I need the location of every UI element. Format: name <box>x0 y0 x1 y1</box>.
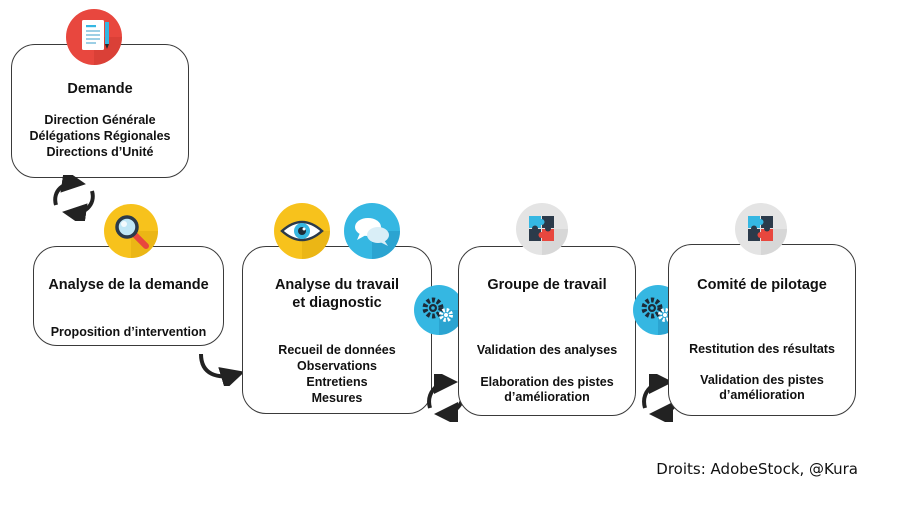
box-demande-line-2: Délégations Régionales <box>29 129 171 143</box>
box-analyse-demande-title: Analyse de la demande <box>48 277 209 293</box>
box-groupe-travail-line-2: Elaboration des pistes <box>480 375 614 389</box>
box-comite-pilotage-line-1: Restitution des résultats <box>689 342 835 356</box>
box-demande-title: Demande <box>67 81 133 97</box>
box-groupe-travail-title: Groupe de travail <box>487 277 607 293</box>
puzzle-icon <box>735 203 787 255</box>
box-analyse-travail-line-4: Mesures <box>311 391 363 405</box>
magnifier-icon <box>104 204 158 258</box>
box-demande-line-3: Directions d’Unité <box>46 145 154 159</box>
box-groupe-travail-line-3: d’amélioration <box>504 390 590 404</box>
cycle-arrows-icon <box>53 175 95 221</box>
box-demande-line-1: Direction Générale <box>44 113 156 127</box>
box-groupe-travail-line-1: Validation des analyses <box>476 343 618 357</box>
document-icon <box>66 9 122 65</box>
box-analyse-travail-line-2: Observations <box>297 359 377 373</box>
box-comite-pilotage <box>668 244 856 416</box>
box-groupe-travail <box>458 246 636 416</box>
eye-icon <box>274 203 330 259</box>
credit-text: Droits: AdobeStock, @Kura <box>656 460 858 478</box>
box-analyse-travail-title-1: Analyse du travail <box>274 277 400 293</box>
box-comite-pilotage-line-3: d’amélioration <box>719 388 805 402</box>
connector-arrow-1 <box>199 353 245 386</box>
box-demande <box>11 44 189 178</box>
box-analyse-travail-line-1: Recueil de données <box>278 343 396 357</box>
box-analyse-demande-line-1: Proposition d’intervention <box>50 325 207 339</box>
puzzle-icon <box>516 203 568 255</box>
box-comite-pilotage-line-2: Validation des pistes <box>700 373 824 387</box>
box-analyse-travail-title-2: et diagnostic <box>292 295 382 311</box>
box-comite-pilotage-title: Comité de pilotage <box>697 277 827 293</box>
gears-icon <box>414 285 464 335</box>
box-analyse-demande <box>33 246 224 346</box>
chat-bubbles-icon <box>344 203 400 259</box>
box-analyse-travail-line-3: Entretiens <box>306 375 368 389</box>
